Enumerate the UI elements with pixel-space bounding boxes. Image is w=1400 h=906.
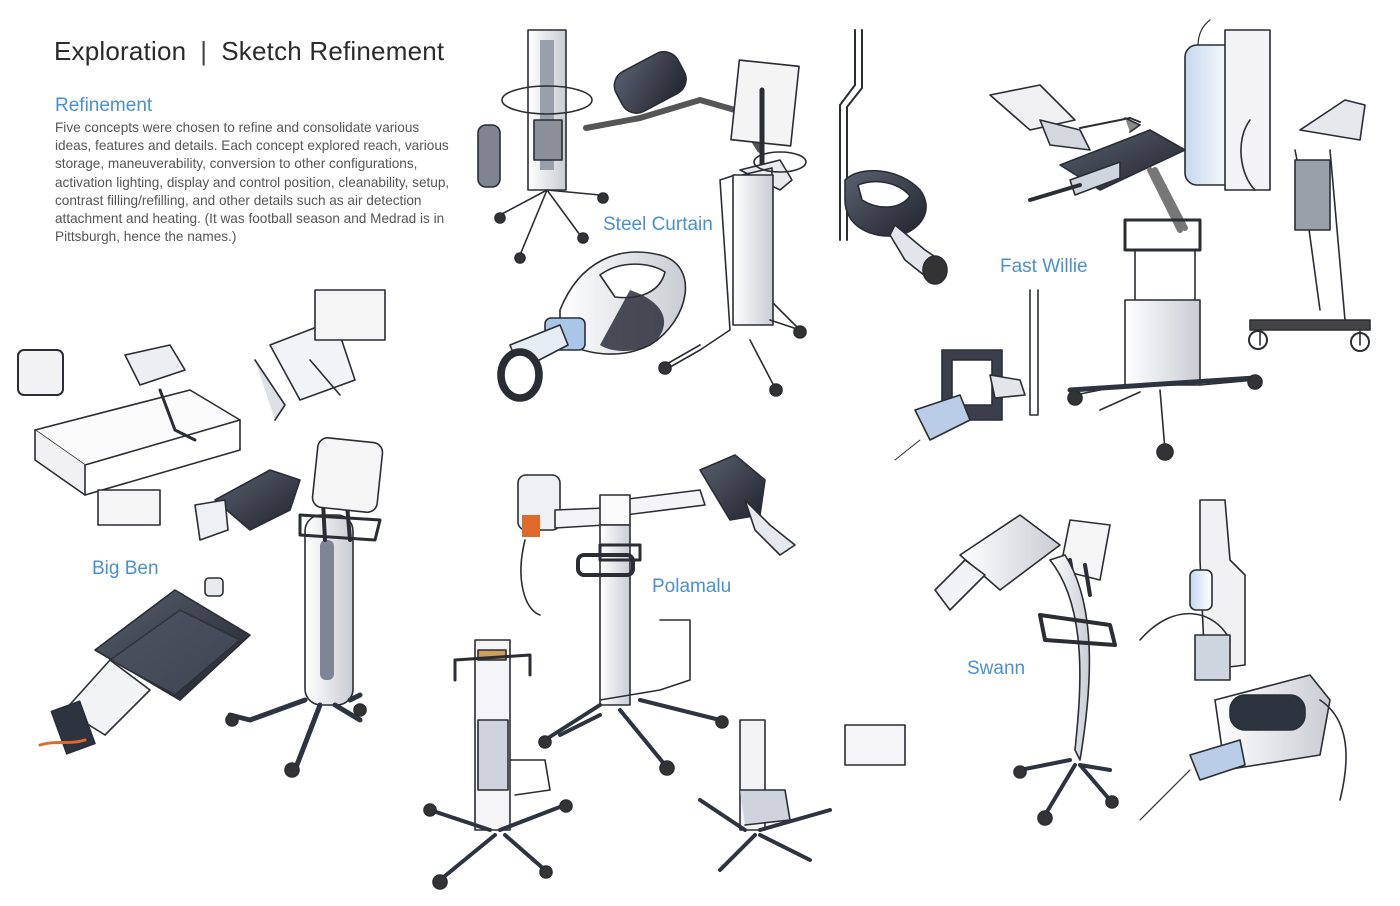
fast-willie-sketch [894, 19, 1371, 461]
label-big-ben: Big Ben [92, 558, 159, 579]
title-left: Exploration [54, 36, 187, 66]
swann-sketch [934, 499, 1347, 826]
polamalu-sketch [423, 454, 906, 890]
big-ben-sketch [17, 289, 386, 778]
steel-curtain-wall-pipe-sketch [839, 29, 948, 285]
label-steel-curtain: Steel Curtain [603, 214, 713, 235]
steel-curtain-pole-sketch [477, 29, 609, 264]
steel-curtain-head-sketch [497, 251, 687, 402]
title-right: Sketch Refinement [221, 36, 445, 66]
label-fast-willie: Fast Willie [1000, 256, 1088, 277]
title-separator: | [200, 36, 208, 66]
steel-curtain-stand-sketch [583, 50, 807, 397]
label-swann: Swann [967, 658, 1026, 679]
page-title: Exploration | Sketch Refinement [54, 36, 444, 67]
label-polamalu: Polamalu [652, 576, 732, 597]
section-body: Five concepts were chosen to refine and … [55, 120, 450, 245]
section-heading: Refinement [55, 95, 153, 116]
